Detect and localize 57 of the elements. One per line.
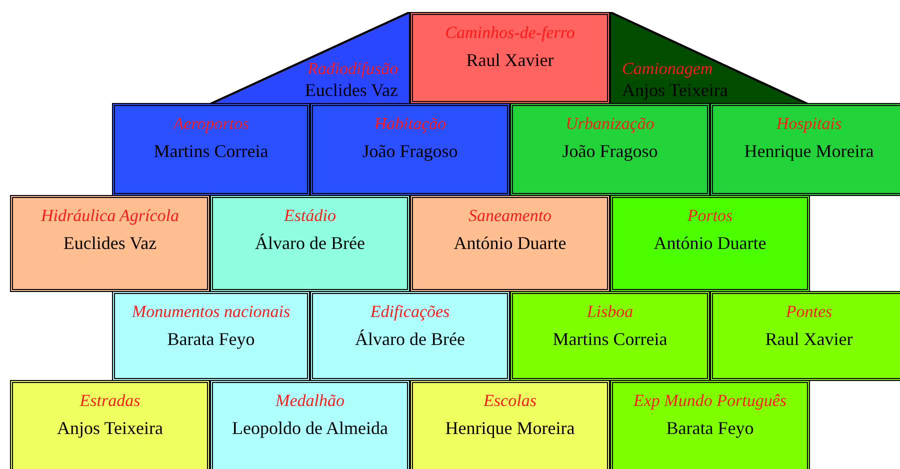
category-label: Pontes	[784, 302, 834, 322]
category-label: Aeroportos	[171, 114, 250, 134]
wall-brick	[410, 380, 610, 469]
wall-brick	[10, 380, 210, 469]
wall-brick	[510, 103, 710, 196]
sculptor-name: João Fragoso	[561, 140, 659, 163]
sculptor-name: António Duarte	[652, 232, 768, 255]
category-label: Camionagem	[622, 59, 714, 79]
category-label: Hidráulica Agrícola	[40, 206, 180, 226]
sculptor-name: Raul Xavier	[465, 49, 555, 72]
category-label: Portos	[686, 206, 734, 226]
wall-brick	[112, 103, 310, 196]
sculptor-name: António Duarte	[452, 232, 568, 255]
wall-brick	[410, 12, 610, 104]
category-label: Habitação	[373, 114, 447, 134]
category-label: Saneamento	[467, 206, 553, 226]
wall-brick	[610, 380, 810, 469]
wall-brick	[112, 291, 310, 381]
wall-brick	[710, 291, 900, 381]
sculptor-name: Euclides Vaz	[62, 232, 158, 255]
category-label: Caminhos-de-ferro	[444, 23, 576, 43]
category-label: Exp Mundo Português	[632, 391, 788, 411]
roof-triangle	[210, 12, 410, 104]
wall-brick	[310, 291, 510, 381]
wall-brick	[610, 195, 810, 292]
sculptor-name: Raul Xavier	[764, 328, 854, 351]
sculptor-name: Henrique Moreira	[743, 140, 875, 163]
category-label: Edificações	[369, 302, 451, 322]
category-label: Urbanização	[564, 114, 656, 134]
sculptor-name: Martins Correia	[552, 328, 668, 351]
sculptor-name: Barata Feyo	[665, 417, 755, 440]
sculptor-name: Henrique Moreira	[444, 417, 576, 440]
sculptor-name: Barata Feyo	[166, 328, 256, 351]
sculptor-name: Martins Correia	[152, 140, 270, 163]
sculptor-name: Leopoldo de Almeida	[231, 417, 389, 440]
wall-brick	[510, 291, 710, 381]
wall-brick	[410, 195, 610, 292]
sculptor-name: Euclides Vaz	[304, 79, 398, 102]
roof-triangle	[610, 12, 808, 104]
category-label: Radiodifusão	[306, 59, 398, 79]
sculptor-name: Anjos Teixeira	[56, 417, 164, 440]
category-label: Estádio	[282, 206, 337, 226]
sculptor-name: Anjos Teixeira	[622, 79, 728, 102]
wall-brick	[210, 380, 410, 469]
category-label: Escolas	[482, 391, 538, 411]
category-label: Estradas	[78, 391, 142, 411]
wall-brick	[710, 103, 900, 196]
category-label: Hospitais	[775, 114, 843, 134]
sculptor-name: João Fragoso	[361, 140, 459, 163]
sculptor-name: Álvaro de Brée	[354, 328, 466, 351]
category-label: Monumentos nacionais	[130, 302, 292, 322]
category-label: Medalhão	[274, 391, 346, 411]
wall-brick	[210, 195, 410, 292]
category-label: Lisboa	[586, 302, 634, 322]
sculptor-name: Álvaro de Brée	[254, 232, 366, 255]
wall-brick	[310, 103, 510, 196]
wall-brick	[10, 195, 210, 292]
